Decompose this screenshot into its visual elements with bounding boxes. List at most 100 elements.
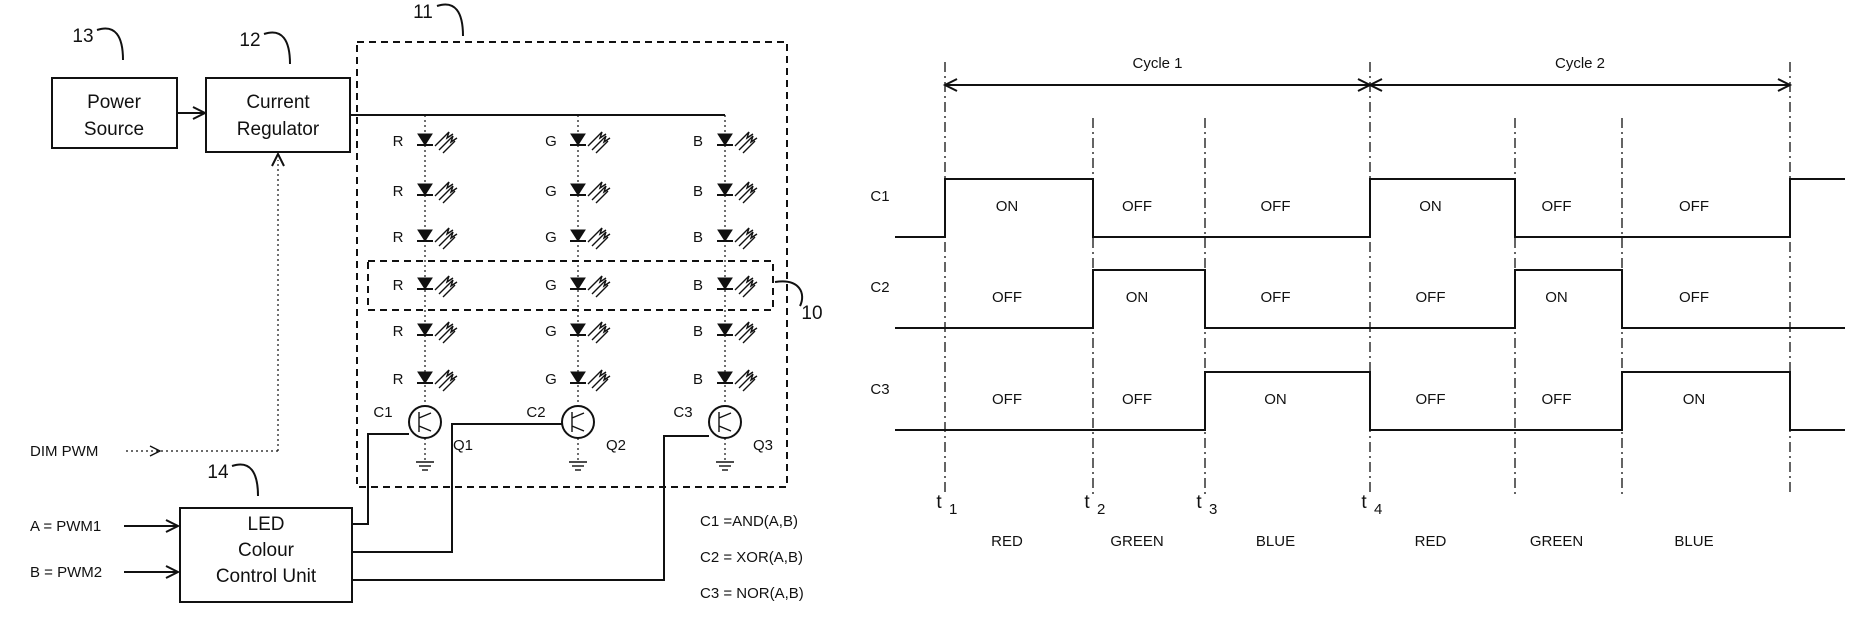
led-diode — [418, 134, 432, 145]
led-diode — [718, 324, 732, 335]
led-colour-label: G — [545, 277, 557, 294]
cycle-span: Cycle 2 — [1370, 55, 1790, 91]
led: R — [393, 182, 457, 203]
state-label: ON — [1264, 391, 1287, 408]
transistor-label: Q2 — [606, 437, 626, 454]
led-diode — [718, 372, 732, 383]
ref-led-row: 10 — [801, 303, 822, 324]
light-rays — [435, 322, 457, 343]
led: R — [393, 132, 457, 153]
ref-number: 12 — [239, 30, 260, 51]
ref-current-regulator: 12 — [239, 30, 290, 64]
ref-number: 14 — [207, 462, 229, 483]
time-mark: t — [1196, 492, 1202, 513]
state-label: OFF — [992, 391, 1022, 408]
transistor-symbol — [419, 412, 431, 432]
control-unit-label: Colour — [238, 540, 295, 561]
light-rays — [588, 132, 610, 153]
led-colour-label: G — [545, 323, 557, 340]
power-source-label: Source — [84, 119, 144, 140]
led-colour-label: R — [393, 183, 404, 200]
light-rays — [735, 322, 757, 343]
input-b-label: B = PWM2 — [30, 564, 102, 581]
led: B — [693, 276, 757, 297]
ref-leader — [97, 28, 123, 60]
led-diode — [418, 324, 432, 335]
led-diode — [718, 184, 732, 195]
ref-led-matrix: 11 — [413, 2, 463, 36]
state-label: OFF — [1679, 289, 1709, 306]
led-colour-label: B — [693, 229, 703, 246]
led-column: BBBBBB — [693, 115, 757, 410]
led-diode — [418, 372, 432, 383]
transistor-body — [562, 406, 594, 438]
c3-control-wire — [352, 436, 709, 580]
time-mark: t — [936, 492, 942, 513]
light-rays — [588, 322, 610, 343]
timing-diagram: Cycle 1Cycle 2C1ONOFFOFFONOFFOFFC2OFFONO… — [870, 55, 1845, 550]
led-diode — [571, 324, 585, 335]
state-label: OFF — [992, 289, 1022, 306]
led-colour-label: B — [693, 277, 703, 294]
logic-equation: C1 =AND(A,B) — [700, 513, 798, 530]
time-mark-subscript: 4 — [1374, 501, 1382, 518]
led-colour-label: B — [693, 323, 703, 340]
control-unit-block: LED ColourControl Unit — [180, 508, 352, 602]
led-colour-label: B — [693, 371, 703, 388]
ref-leader — [232, 464, 258, 496]
transistor-symbol — [572, 412, 584, 432]
transistor-symbol — [719, 412, 731, 432]
led-diode — [718, 134, 732, 145]
led-colour-label: G — [545, 183, 557, 200]
cycle-span: Cycle 1 — [945, 55, 1370, 91]
phase-label: GREEN — [1530, 533, 1583, 550]
led-colour-label: R — [393, 371, 404, 388]
control-unit-label: Control Unit — [216, 566, 317, 587]
time-mark-subscript: 3 — [1209, 501, 1217, 518]
light-rays — [735, 182, 757, 203]
signal-waveform: C2OFFONOFFOFFONOFF — [870, 270, 1845, 328]
transistor-body — [409, 406, 441, 438]
state-label: OFF — [1542, 391, 1572, 408]
transistor-body — [709, 406, 741, 438]
light-rays — [588, 276, 610, 297]
led: R — [393, 322, 457, 343]
led-colour-label: R — [393, 277, 404, 294]
time-mark-subscript: 2 — [1097, 501, 1105, 518]
led-colour-label: R — [393, 229, 404, 246]
state-label: OFF — [1122, 391, 1152, 408]
phase-label: BLUE — [1256, 533, 1295, 550]
led-colour-label: G — [545, 371, 557, 388]
phase-label: RED — [991, 533, 1023, 550]
current-regulator-box — [206, 78, 350, 152]
led-diode — [718, 230, 732, 241]
led-diode — [571, 230, 585, 241]
light-rays — [735, 132, 757, 153]
power-source-block: PowerSource — [52, 78, 177, 148]
led: B — [693, 322, 757, 343]
light-rays — [588, 370, 610, 391]
led-colour-label: R — [393, 133, 404, 150]
time-mark: t — [1084, 492, 1090, 513]
light-rays — [588, 182, 610, 203]
state-label: OFF — [1261, 289, 1291, 306]
time-mark-subscript: 1 — [949, 501, 957, 518]
led: R — [393, 276, 457, 297]
cycle-label: Cycle 1 — [1132, 55, 1182, 72]
ref-control-unit: 14 — [207, 462, 258, 496]
signal-name: C3 — [870, 381, 889, 398]
state-label: ON — [1126, 289, 1149, 306]
current-regulator-label: Current — [246, 92, 310, 113]
logic-equation: C2 = XOR(A,B) — [700, 549, 803, 566]
state-label: OFF — [1542, 198, 1572, 215]
transistor-switch: C2Q2 — [526, 404, 626, 470]
control-unit-label: LED — [248, 514, 285, 535]
signal-waveform: C1ONOFFOFFONOFFOFF — [870, 179, 1845, 237]
power-source-label: Power — [87, 92, 142, 113]
light-rays — [435, 370, 457, 391]
led-column: R R R R R R — [393, 115, 457, 410]
phase-label: RED — [1415, 533, 1447, 550]
led: G — [545, 370, 610, 391]
input-a-label: A = PWM1 — [30, 518, 101, 535]
